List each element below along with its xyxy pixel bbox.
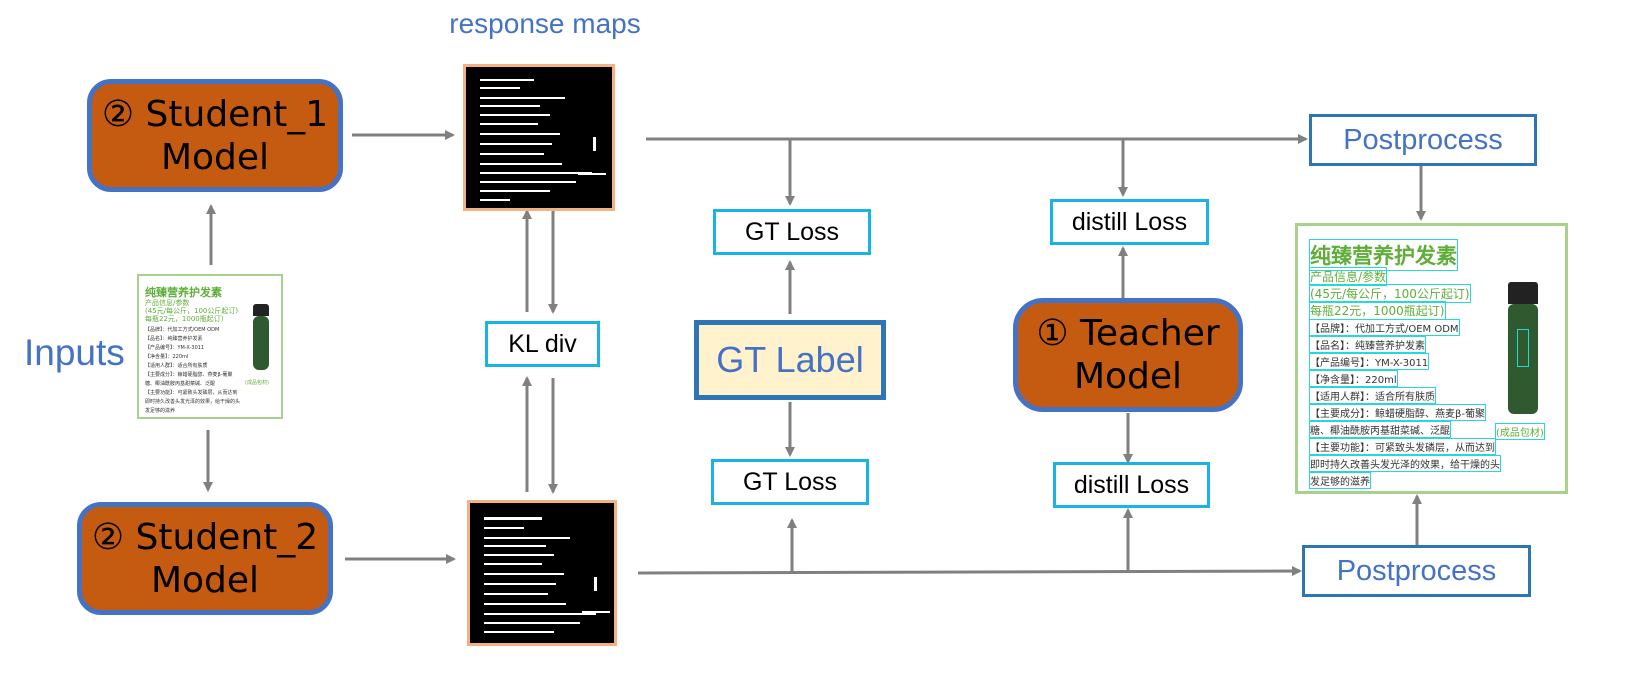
inputs-label: Inputs (24, 332, 125, 373)
distill-loss-top: distill Loss (1050, 199, 1209, 245)
output-doc-line: 【适用人群】：适合所有肤质 (1309, 387, 1436, 404)
postprocess-bottom: Postprocess (1302, 545, 1531, 597)
output-document: 纯臻营养护发素 产品信息/参数 (45元/每公斤，100公斤起订) 每瓶22元，… (1295, 223, 1568, 494)
gt-loss-top: GT Loss (713, 209, 871, 255)
input-doc-line: 即时持久改善头发光泽的效果，给干燥的头 (145, 399, 241, 405)
output-doc-line: 【产品编号】：YM-X-3011 (1308, 353, 1430, 370)
input-doc-title: 纯臻营养护发素 (145, 286, 222, 299)
student1-model: ② Student_1 Model (87, 79, 343, 192)
response-map-bottom (467, 500, 617, 646)
postprocess-top: Postprocess (1309, 114, 1537, 166)
output-doc-green-line: (45元/每公斤，100公斤起订) (1309, 284, 1471, 303)
response-maps-label: response maps (449, 8, 641, 39)
output-doc-line: 【品名】：纯臻营养护发素 (1309, 336, 1426, 353)
arrow-map2-to-postprocess-bottom (637, 566, 1302, 577)
input-document: 纯臻营养护发素 产品信息/参数 (45元/每公斤，100公斤起订) 每瓶22元，… (137, 274, 283, 419)
input-doc-line: 【净含量】：220ml (145, 354, 189, 360)
output-doc-line: 【净含量】：220ml (1309, 370, 1398, 387)
output-doc-line: 【品牌】：代加工方式/OEM ODM (1309, 319, 1460, 336)
output-doc-line: 即时持久改善头发光泽的效果，给干燥的头 (1309, 455, 1501, 472)
output-doc-badge: (成品包材) (1495, 423, 1545, 440)
input-doc-green-line: 每瓶22元，1000瓶起订) (145, 315, 224, 323)
output-doc-line: 【主要成分】：鲸蜡硬脂醇、燕麦β-葡聚 (1309, 404, 1486, 421)
output-doc-green-line: 产品信息/参数 (1308, 267, 1388, 286)
input-doc-badge: (成品包材) (245, 380, 269, 386)
input-doc-line: 糖、椰油酰胺丙基甜菜碱、泛醌 (145, 381, 216, 387)
input-doc-line: 【品牌】：代加工方式/OEM ODM (145, 327, 220, 333)
bottle-icon (253, 304, 269, 370)
input-doc-line: 【产品编号】：YM-X-3011 (145, 345, 205, 351)
input-doc-green-line: (45元/每公斤，100公斤起订) (145, 307, 239, 315)
input-doc-line: 发足够的滋养 (145, 408, 176, 414)
gt-loss-bottom: GT Loss (711, 459, 869, 505)
kl-div-box: KL div (485, 321, 600, 367)
output-doc-title: 纯臻营养护发素 (1309, 239, 1458, 271)
distill-loss-bottom: distill Loss (1053, 462, 1210, 508)
input-doc-line: 【主要功能】：可紧致头发磷层，从而达到 (145, 390, 238, 396)
input-doc-line: 【品名】：纯臻营养护发素 (145, 336, 203, 342)
input-doc-line: 【主要成分】：鲸蜡硬脂醇、燕麦β-葡聚 (145, 372, 233, 378)
input-doc-line: 【适用人群】：适合所有肤质 (145, 363, 208, 369)
gt-label-box: GT Label (694, 320, 886, 400)
output-doc-line: 发足够的滋养 (1309, 472, 1371, 489)
bottle-icon (1508, 282, 1538, 414)
response-map-top (463, 64, 615, 211)
student2-model: ② Student_2 Model (77, 502, 333, 615)
input-doc-green-line: 产品信息/参数 (145, 299, 190, 307)
output-doc-line: 【主要功能】：可紧致头发磷层，从而达到 (1309, 438, 1496, 455)
output-doc-green-line: 每瓶22元，1000瓶起订) (1309, 301, 1446, 320)
output-doc-line: 糖、椰油酰胺丙基甜菜碱、泛醌 (1309, 421, 1451, 438)
teacher-model: ① Teacher Model (1013, 298, 1243, 412)
